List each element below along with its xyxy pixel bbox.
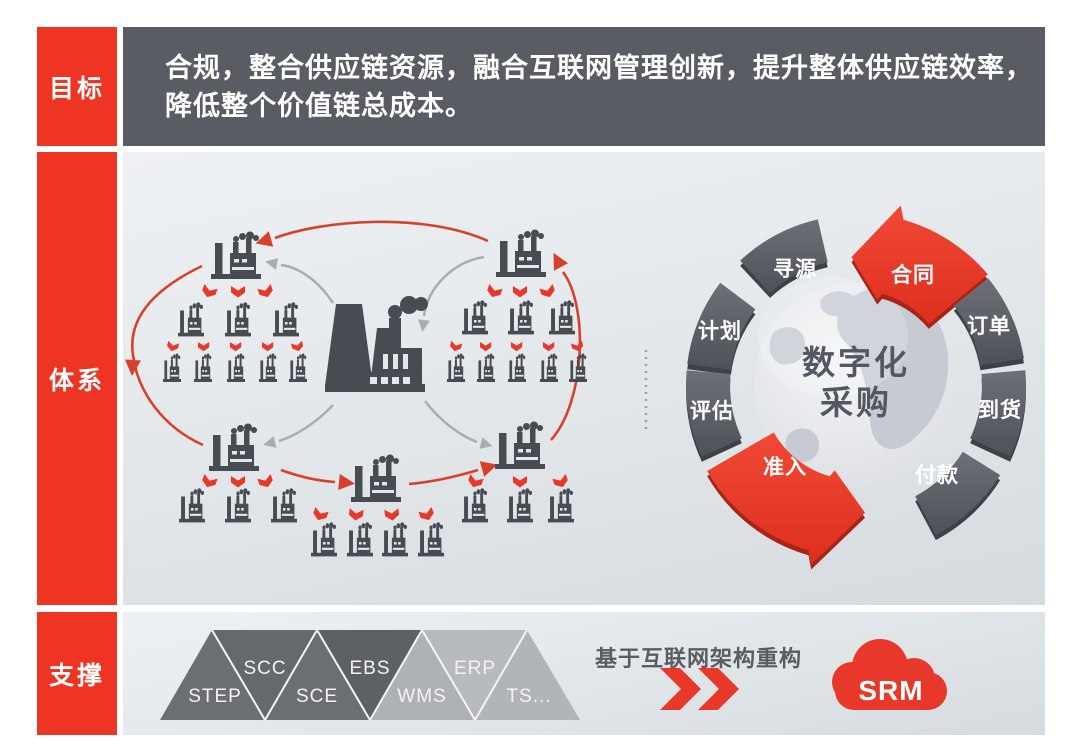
support-note: 基于互联网架构重构 (595, 646, 802, 671)
factory-icon (508, 353, 526, 382)
module-triangle (160, 630, 265, 720)
cycle-segment-label: 合同 (891, 263, 935, 287)
globe-continents (769, 287, 949, 463)
factory-icon (495, 421, 545, 469)
module-label: STEP (188, 686, 242, 707)
cycle-segment-label: 计划 (698, 320, 742, 343)
factory-icon (507, 488, 533, 523)
cluster-bottom-left (179, 423, 297, 523)
factory-icon (496, 229, 546, 277)
factory-icon (225, 302, 251, 337)
cycle-center-title-line2: 采购 (820, 384, 892, 421)
module-label: SCE (296, 686, 338, 707)
red-flow-arcs (130, 220, 582, 486)
factory-icon (194, 353, 212, 382)
module-label: SCC (243, 658, 286, 679)
module-triangle (475, 630, 580, 720)
factory-icon (549, 300, 575, 335)
factory-icon (548, 488, 574, 523)
factory-icon (382, 522, 408, 557)
double-chevron-icon (660, 668, 739, 710)
cluster-top-right (447, 229, 587, 382)
factory-icon (477, 353, 495, 382)
goal-banner: 合规，整合供应链资源，融合互联网管理创新，提升整体供应链效率， 降低整个价值链总… (123, 27, 1045, 146)
factory-icon (347, 522, 373, 557)
factory-icon (271, 488, 297, 523)
factory-icon (227, 353, 245, 382)
cycle-segment-label: 付款 (915, 463, 959, 487)
factory-icon (462, 488, 488, 523)
cycle-center-title-line1: 数字化 (802, 344, 910, 381)
row-label-goal: 目标 (37, 27, 117, 146)
goal-label-text: 目标 (48, 74, 105, 103)
factory-icon (311, 522, 337, 557)
factory-icon (211, 231, 261, 279)
goal-text-line2: 降低整个价值链总成本。 (165, 90, 473, 121)
factory-icon (351, 454, 401, 502)
module-triangle (265, 630, 370, 720)
module-strip-dividers (211, 629, 528, 721)
module-triangle (317, 630, 422, 720)
support-diagram: STEP SCC SCE EBS WMS ERP TS... 基于互联网架构重构 (160, 629, 947, 721)
module-label: ERP (454, 658, 496, 679)
factory-icon (225, 488, 251, 523)
factory-icon (447, 353, 465, 382)
support-label-text: 支撑 (48, 661, 105, 690)
cycle-segment-label: 到货 (978, 398, 1022, 422)
cluster-top-left (163, 231, 307, 382)
cycle-segment-label: 评估 (690, 399, 734, 423)
module-triangle (212, 630, 317, 720)
factory-icon (508, 300, 534, 335)
row-label-system: 体系 (37, 152, 117, 605)
factory-icon (569, 353, 587, 382)
srm-cloud-icon: SRM (832, 639, 947, 710)
system-diagram: 寻源 合同 订单 到货 付款 准入 评估 计划 数字化 采购 (123, 205, 1026, 570)
cycle-segment-label: 订单 (967, 314, 1011, 338)
module-label: TS... (506, 686, 551, 707)
module-label: EBS (349, 658, 390, 679)
factory-icon (462, 300, 488, 335)
factory-icon (163, 353, 181, 382)
central-plant-icon (325, 296, 428, 392)
module-triangle (422, 630, 527, 720)
factory-icon (289, 353, 307, 382)
factory-icon (259, 353, 277, 382)
factory-icon (418, 522, 444, 557)
goal-text-line1: 合规，整合供应链资源，融合互联网管理创新，提升整体供应链效率， (165, 52, 1033, 83)
factory-icon (540, 353, 558, 382)
row-label-support: 支撑 (37, 612, 117, 735)
module-strip: STEP SCC SCE EBS WMS ERP TS... (160, 629, 580, 721)
procurement-cycle: 寻源 合同 订单 到货 付款 准入 评估 计划 数字化 采购 (686, 205, 1026, 570)
factory-icon (179, 488, 205, 523)
cycle-segment-label: 寻源 (773, 258, 817, 281)
module-triangle (370, 630, 475, 720)
globe-highlight (758, 277, 908, 397)
factory-icon (273, 302, 299, 337)
factory-icon (178, 302, 204, 337)
srm-cloud-label: SRM (858, 675, 923, 706)
factory-icon (209, 423, 259, 471)
module-label: WMS (397, 686, 446, 707)
cycle-segment-label: 准入 (763, 456, 807, 479)
cluster-bottom-middle (311, 454, 444, 557)
system-label-text: 体系 (48, 366, 105, 395)
system-panel: 寻源 合同 订单 到货 付款 准入 评估 计划 数字化 采购 (123, 152, 1045, 605)
cluster-bottom-right (462, 421, 574, 523)
support-panel: STEP SCC SCE EBS WMS ERP TS... 基于互联网架构重构 (123, 612, 1045, 735)
